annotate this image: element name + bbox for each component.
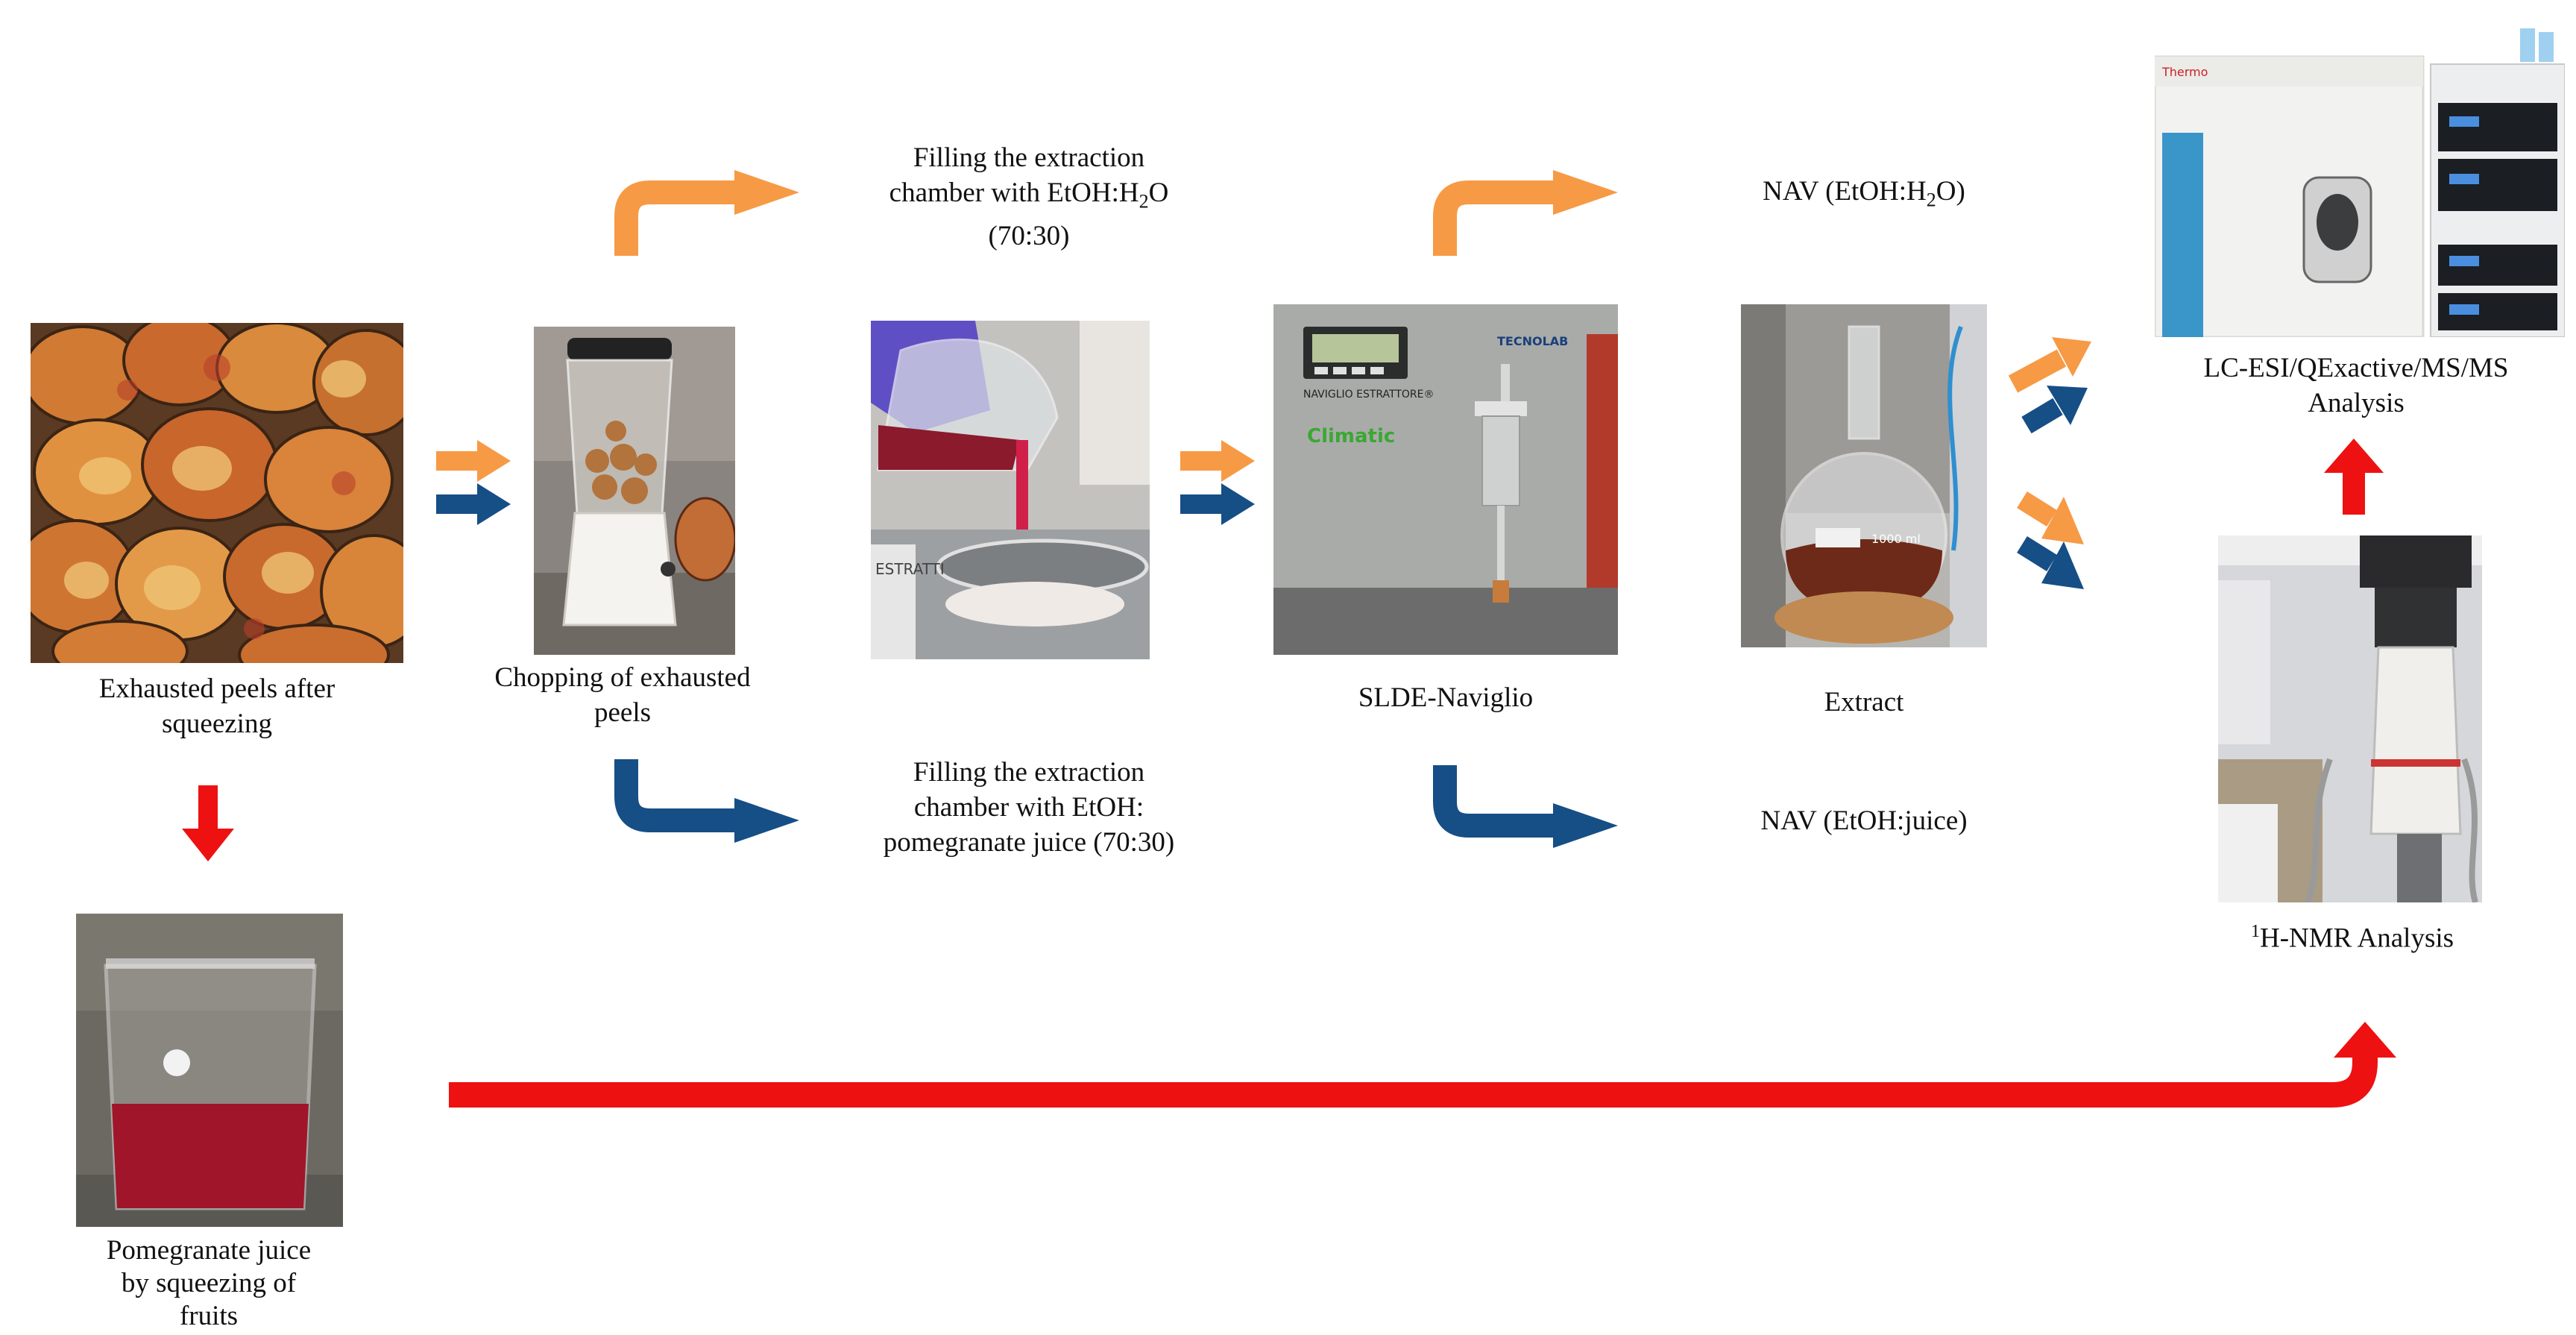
label-filling-water: Filling the extraction chamber with EtOH… bbox=[889, 142, 1169, 252]
red-arrow-juice-to-nmr bbox=[449, 1058, 2378, 1108]
label-chopping: Chopping of exhausted peels bbox=[494, 662, 751, 728]
label-exhausted-peels: Exhausted peels after squeezing bbox=[98, 673, 336, 739]
climatic-text: Climatic bbox=[1307, 425, 1395, 447]
label-extract: Extract bbox=[1824, 687, 1904, 717]
naviglio-plate-text: NAVIGLIO ESTRATTORE® bbox=[1303, 389, 1435, 400]
red-arrowhead-juice-to-nmr bbox=[2334, 1022, 2396, 1058]
label-nav-water: NAV (EtOH:H2O) bbox=[1763, 176, 1965, 211]
blue-curved-arrow-slde-to-nav bbox=[1433, 765, 1553, 838]
blue-arrowhead-slde-to-nav bbox=[1553, 803, 1618, 848]
red-arrow-peels-to-juice bbox=[182, 785, 234, 861]
orange-arrowhead-chop-to-fill bbox=[734, 170, 799, 215]
paired-arrows-pouring-to-naviglio bbox=[1180, 440, 1255, 525]
red-arrow-nmr-to-lcms bbox=[2324, 439, 2384, 515]
naviglio-photo: NAVIGLIO ESTRATTORE® TECNOLAB Climatic bbox=[1273, 304, 1618, 655]
pouring-photo: ESTRATTI bbox=[871, 321, 1150, 659]
thermo-text: Thermo bbox=[2161, 65, 2208, 79]
flask-volume-text: 1000 ml bbox=[1871, 532, 1921, 546]
paired-arrows-peels-to-blender bbox=[436, 440, 511, 525]
blue-arrowhead-chop-to-fill bbox=[734, 798, 799, 843]
label-lcms: LC-ESI/QExactive/MS/MS Analysis bbox=[2203, 353, 2509, 418]
label-nmr: 1H-NMR Analysis bbox=[2250, 922, 2454, 954]
blue-curved-arrow-chop-to-fill bbox=[614, 759, 734, 832]
peels-photo bbox=[31, 323, 403, 663]
nmr-photo bbox=[2218, 535, 2482, 902]
tecnolab-text: TECNOLAB bbox=[1497, 334, 1568, 348]
diagonal-arrows-to-nmr bbox=[2017, 491, 2084, 589]
label-slde-naviglio: SLDE-Naviglio bbox=[1358, 682, 1534, 713]
blender-photo bbox=[534, 327, 735, 655]
orange-curved-arrow-chop-to-fill bbox=[614, 180, 734, 256]
label-filling-juice: Filling the extraction chamber with EtOH… bbox=[883, 757, 1175, 858]
orange-curved-arrow-slde-to-nav bbox=[1433, 180, 1553, 256]
juice-photo bbox=[76, 914, 343, 1227]
diagonal-arrows-to-lcms bbox=[2008, 337, 2091, 434]
label-nav-juice: NAV (EtOH:juice) bbox=[1760, 805, 1968, 836]
lcms-photo: Thermo bbox=[2155, 28, 2565, 337]
flask-photo: 1000 ml bbox=[1741, 304, 1987, 647]
beaker-mark-text: ESTRATTI bbox=[875, 560, 945, 578]
label-pomegranate-juice: Pomegranate juice by squeezing of fruits bbox=[106, 1235, 312, 1331]
orange-arrowhead-slde-to-nav bbox=[1553, 170, 1618, 215]
